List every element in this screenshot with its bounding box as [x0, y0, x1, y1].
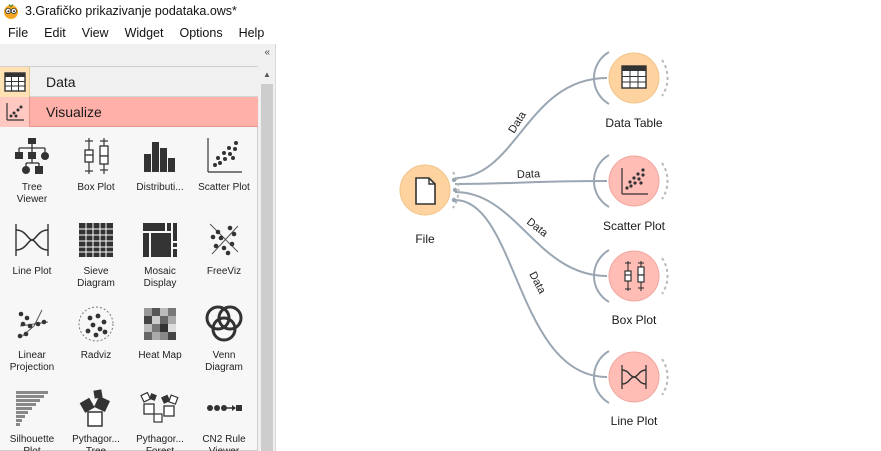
widget-label: Pythagor... Forest [136, 434, 184, 451]
orange-logo-icon [4, 4, 18, 19]
linear-projection-icon [10, 302, 54, 346]
widget-grid: Tree Viewer [0, 128, 258, 451]
widget-label: Line Plot [12, 266, 52, 277]
sieve-diagram-icon [74, 218, 118, 262]
widget-cn2-rule-viewer[interactable]: CN2 Rule Viewer [192, 380, 256, 451]
workflow-canvas[interactable]: Data Data Data Data [277, 44, 881, 451]
widget-label: Scatter Plot [198, 182, 250, 193]
node-file[interactable] [399, 164, 460, 216]
widget-label: Linear Projection [9, 350, 55, 373]
widget-radviz[interactable]: Radviz [64, 296, 128, 380]
pythagorean-forest-icon [138, 386, 182, 430]
category-visualize[interactable]: Visualize [0, 96, 258, 127]
box-plot-icon [624, 261, 645, 291]
data-table-icon [621, 65, 647, 89]
collapse-panel-button[interactable]: « [264, 47, 270, 58]
pythagorean-tree-icon [74, 386, 118, 430]
widget-pythagorean-forest[interactable]: Pythagor... Forest [128, 380, 192, 451]
widget-label: Heat Map [138, 350, 182, 361]
widget-toolbox: Data Visualize [0, 66, 258, 451]
link-file-scatter-plot[interactable] [454, 180, 608, 185]
widget-label: Mosaic Display [143, 266, 177, 289]
node-label-data-table: Data Table [605, 116, 663, 130]
file-icon [415, 177, 436, 205]
link-label: Data [526, 270, 548, 297]
widget-label: Radviz [80, 350, 112, 361]
node-label-scatter-plot: Scatter Plot [602, 219, 666, 233]
widget-freeviz[interactable]: FreeViz [192, 212, 256, 296]
category-data[interactable]: Data [0, 66, 258, 97]
widget-linear-projection[interactable]: Linear Projection [0, 296, 64, 380]
widget-line-plot[interactable]: Line Plot [0, 212, 64, 296]
link-label: Data [517, 168, 542, 181]
workflow-graph: Data Data Data Data [399, 51, 669, 404]
widget-scatter-plot[interactable]: Scatter Plot [192, 128, 256, 212]
widget-sieve-diagram[interactable]: Sieve Diagram [64, 212, 128, 296]
widget-label: Silhouette Plot [9, 434, 55, 451]
data-table-icon [0, 66, 30, 97]
link-label: Data [524, 216, 550, 240]
menu-edit[interactable]: Edit [44, 26, 66, 40]
links [454, 77, 608, 378]
line-plot-icon [621, 365, 647, 389]
widget-label: Pythagor... Tree [72, 434, 120, 451]
category-visualize-label: Visualize [46, 103, 102, 120]
menu-options[interactable]: Options [179, 26, 223, 40]
widget-label: Distributi... [136, 182, 184, 193]
scatter-plot-icon [202, 134, 246, 178]
window-title: 3.Grafičko prikazivanje podataka.ows* [25, 4, 237, 18]
heat-map-icon [138, 302, 182, 346]
widget-label: Tree Viewer [16, 182, 48, 205]
box-plot-icon [74, 134, 118, 178]
tree-viewer-icon [10, 134, 54, 178]
scrollbar-thumb[interactable] [261, 84, 273, 451]
node-label-box-plot: Box Plot [611, 313, 657, 327]
link-file-box-plot[interactable] [454, 191, 608, 277]
widget-venn-diagram[interactable]: Venn Diagram [192, 296, 256, 380]
menu-help[interactable]: Help [238, 26, 265, 40]
widget-box-plot[interactable]: Box Plot [64, 128, 128, 212]
scroll-up-arrow-icon[interactable]: ▲ [263, 69, 271, 79]
node-box-plot[interactable] [592, 249, 669, 303]
menu-file[interactable]: File [8, 26, 29, 40]
widget-label: CN2 Rule Viewer [202, 434, 246, 451]
distributions-icon [138, 134, 182, 178]
scatter-plot-icon [621, 168, 648, 195]
link-label: Data [506, 109, 529, 136]
menu-view[interactable]: View [81, 26, 109, 40]
node-data-table[interactable] [592, 51, 669, 105]
widget-distributions[interactable]: Distributi... [128, 128, 192, 212]
freeviz-icon [202, 218, 246, 262]
silhouette-plot-icon [10, 386, 54, 430]
line-plot-icon [10, 218, 54, 262]
link-file-data-table[interactable] [454, 77, 608, 179]
link-file-line-plot[interactable] [454, 199, 608, 378]
title-bar: 3.Grafičko prikazivanje podataka.ows* [0, 0, 881, 22]
venn-diagram-icon [202, 302, 246, 346]
node-label-file: File [415, 232, 435, 246]
widget-label: Sieve Diagram [77, 266, 115, 289]
widget-label: Box Plot [77, 182, 115, 193]
node-scatter-plot[interactable] [592, 154, 669, 208]
category-data-label: Data [46, 73, 76, 90]
cn2-rule-viewer-icon [202, 386, 246, 430]
widget-panel: « Data [0, 44, 276, 451]
widget-label: Venn Diagram [205, 350, 243, 373]
widget-pythagorean-tree[interactable]: Pythagor... Tree [64, 380, 128, 451]
node-label-line-plot: Line Plot [610, 414, 658, 428]
node-line-plot[interactable] [592, 350, 669, 404]
panel-scrollbar[interactable]: ▲ [259, 66, 275, 451]
widget-tree-viewer[interactable]: Tree Viewer [0, 128, 64, 212]
radviz-icon [74, 302, 118, 346]
widget-heat-map[interactable]: Heat Map [128, 296, 192, 380]
menu-widget[interactable]: Widget [124, 26, 164, 40]
widget-silhouette-plot[interactable]: Silhouette Plot [0, 380, 64, 451]
mosaic-display-icon [138, 218, 182, 262]
visualize-icon [0, 96, 30, 127]
widget-mosaic-display[interactable]: Mosaic Display [128, 212, 192, 296]
menu-bar: File Edit View Widget Options Help [0, 23, 881, 43]
widget-label: FreeViz [206, 266, 242, 277]
